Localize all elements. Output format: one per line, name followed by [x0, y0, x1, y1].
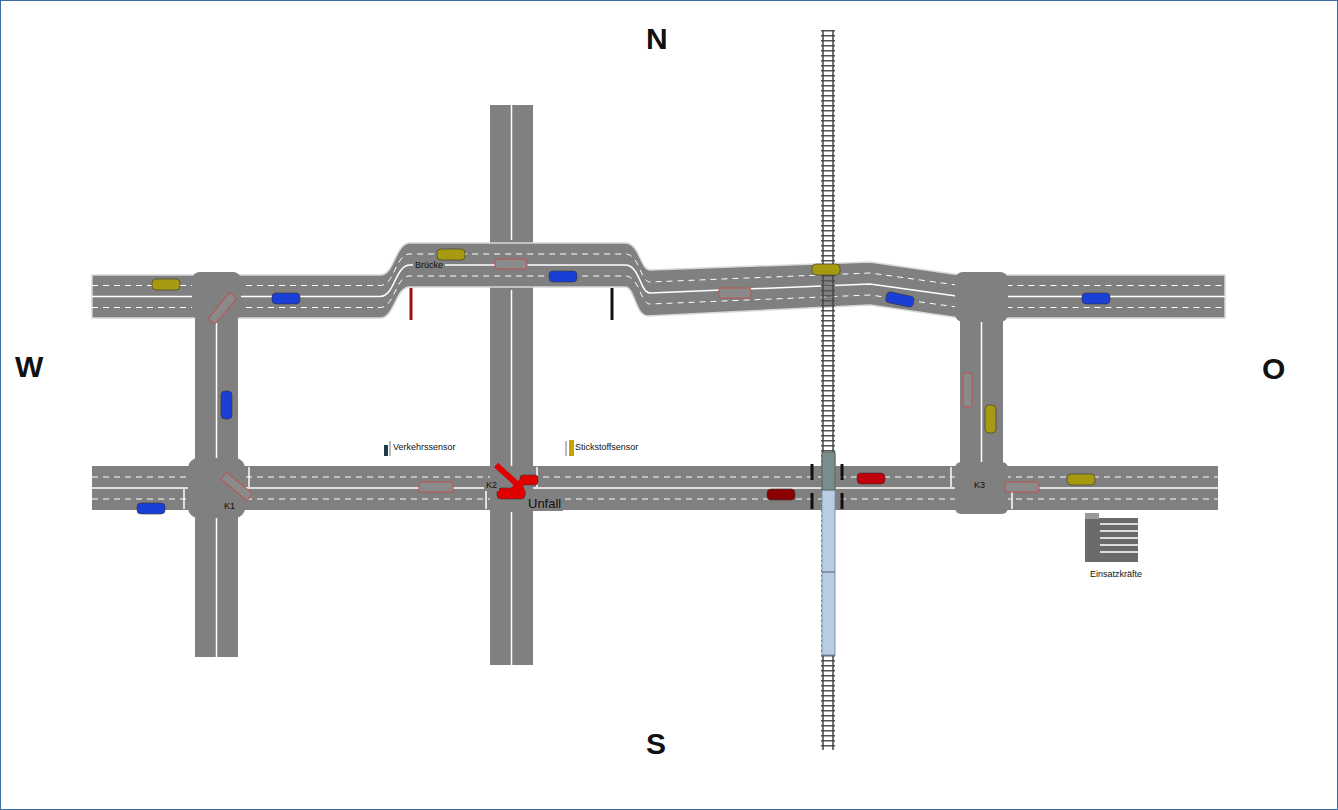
intersection-label: K1 [222, 502, 237, 512]
van [208, 259, 1039, 501]
stop-lines [184, 467, 1012, 509]
fire-station-building [1085, 513, 1138, 562]
intersection-label: K2 [484, 481, 499, 491]
compass-letter: N [646, 22, 668, 55]
sensor [384, 440, 574, 456]
barrier [611, 288, 614, 320]
sensor-label: Verkehrssensor [393, 443, 456, 453]
compass-letter: S [646, 727, 666, 760]
road [92, 243, 1225, 318]
barrier [410, 288, 413, 320]
lane-markings [92, 254, 1225, 308]
intersection [188, 272, 1008, 518]
sensor-label: Stickstoffsensor [575, 443, 638, 453]
lane-markings [92, 477, 1218, 499]
intersection-label: K3 [972, 481, 987, 491]
train [822, 452, 835, 655]
road [92, 466, 1218, 510]
accident-label: Unfall [526, 497, 563, 511]
compass-letter: O [1262, 352, 1285, 385]
bridge-label: Brücke [413, 261, 445, 271]
car [137, 249, 1110, 514]
compass-letter: W [15, 350, 43, 383]
road [490, 105, 533, 665]
lane-markings [217, 105, 982, 665]
building-label: Einsatzkräfte [1090, 570, 1142, 580]
accident-arrow [496, 465, 526, 495]
crossing-gate [812, 464, 842, 509]
road [960, 300, 1003, 490]
